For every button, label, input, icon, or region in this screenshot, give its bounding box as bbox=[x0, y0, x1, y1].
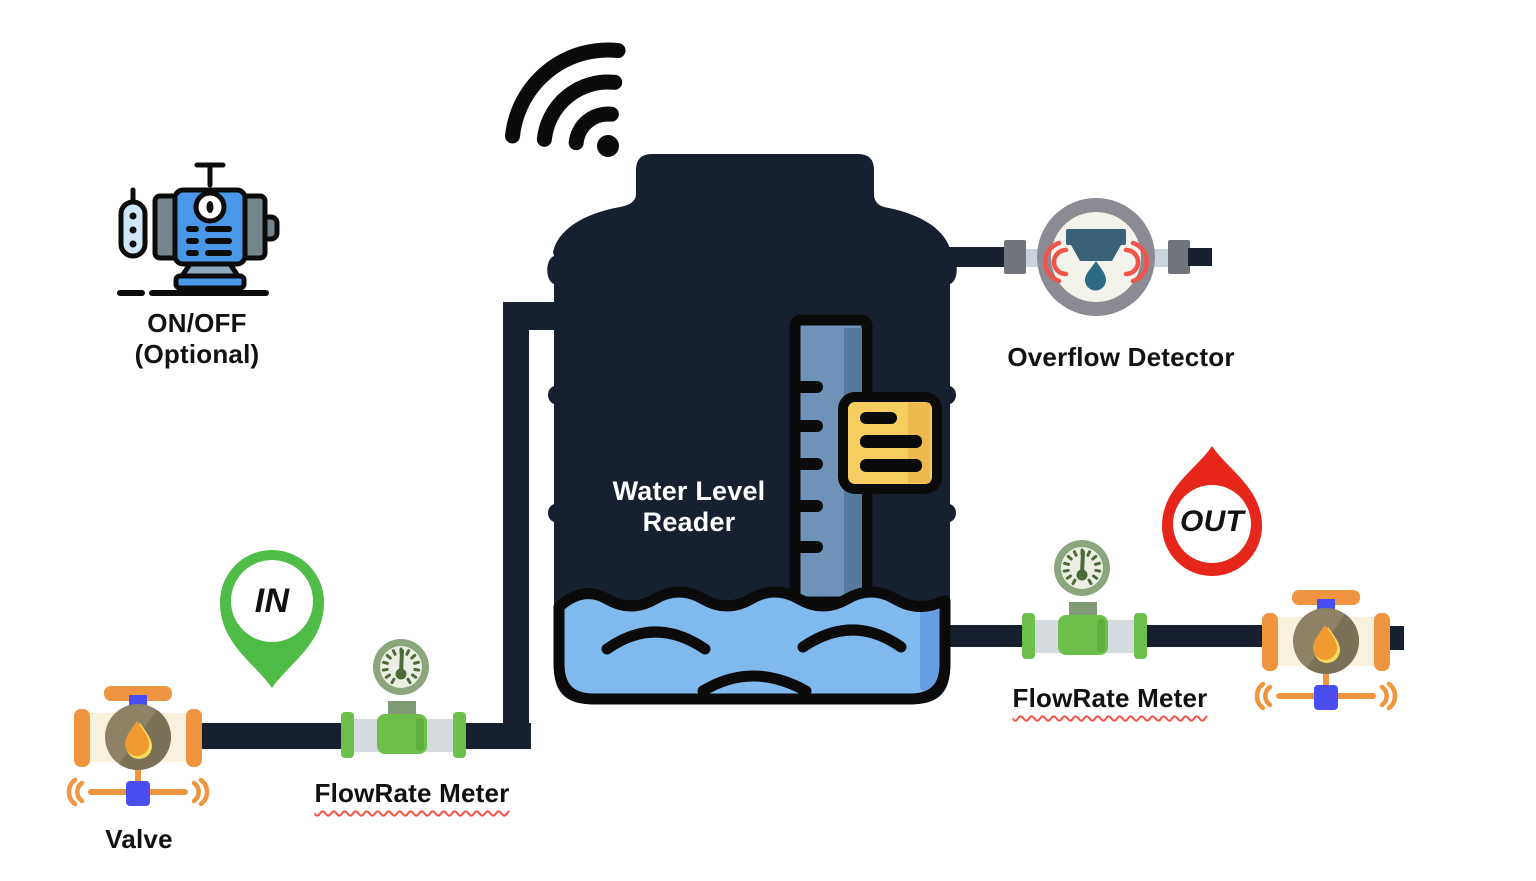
droplet-icon bbox=[1085, 261, 1106, 291]
overflow-detector-label: Overflow Detector bbox=[1007, 342, 1235, 372]
valve-out-icon bbox=[1257, 590, 1395, 710]
flowrate-meter-out-label: FlowRate Meter bbox=[1012, 683, 1208, 713]
out-drop-icon bbox=[1162, 446, 1262, 576]
water-level-reader-label-line1: Water Level bbox=[612, 476, 766, 506]
water-level-reader-label: Water Level Reader bbox=[613, 476, 766, 538]
pump-label-line1: ON/OFF bbox=[147, 308, 247, 338]
wave-strokes bbox=[601, 624, 907, 697]
outlet-pipe bbox=[940, 625, 1404, 650]
valve-in-icon bbox=[69, 686, 207, 806]
pump-label-line2: (Optional) bbox=[134, 339, 260, 369]
water-level-reader-label-line2: Reader bbox=[642, 507, 736, 537]
water-icon bbox=[553, 586, 951, 705]
flowrate-meter-in-label: FlowRate Meter bbox=[314, 778, 510, 808]
in-marker-label: IN bbox=[254, 582, 290, 620]
pump-icon bbox=[117, 162, 280, 296]
overflow-pipe bbox=[942, 240, 1212, 274]
flow-meter-out-icon bbox=[1020, 538, 1149, 661]
level-display-icon bbox=[838, 392, 942, 494]
alert-arcs bbox=[1043, 240, 1149, 284]
out-marker-label: OUT bbox=[1180, 505, 1244, 538]
wifi-icon bbox=[505, 42, 626, 157]
overflow-detector-icon bbox=[1037, 198, 1155, 316]
in-pin-icon bbox=[220, 550, 324, 688]
flow-meter-in-icon bbox=[339, 637, 468, 760]
pump-label: ON/OFF (Optional) bbox=[135, 308, 260, 370]
valve-label: Valve bbox=[105, 824, 173, 854]
